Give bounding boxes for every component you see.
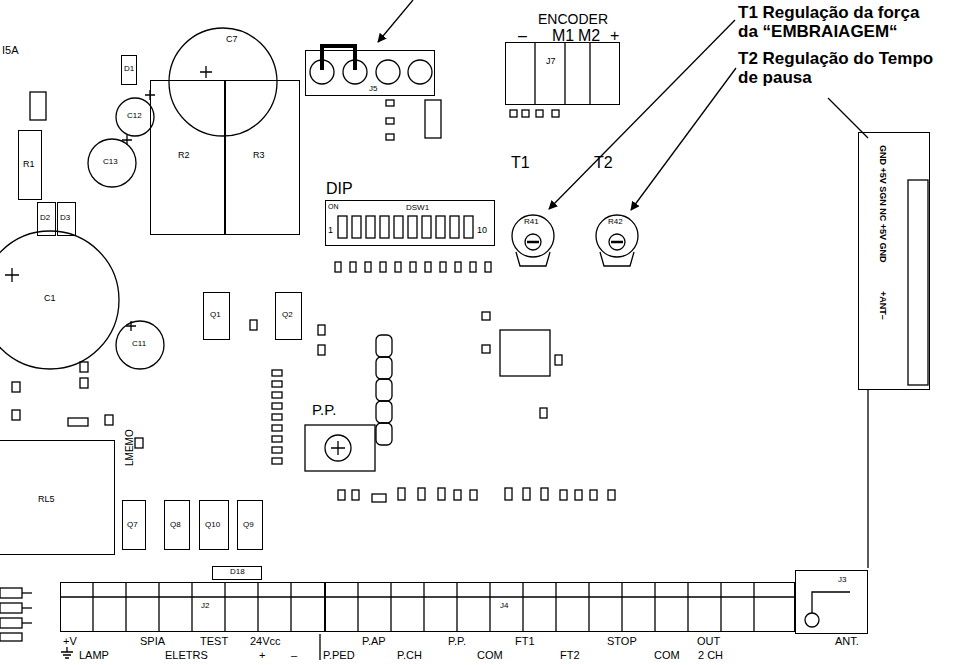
pin-name: – (518, 27, 527, 45)
connector-name: ENCODER (538, 12, 608, 27)
part-label: Q2 (282, 311, 293, 320)
pin-name: COM (477, 649, 503, 661)
transistor: Q8 (164, 500, 190, 550)
callout-text: T1 Regulação da força da “EMBRAIAGEM“ (738, 4, 943, 41)
resistor: R3 (225, 80, 300, 235)
part-label: D1 (124, 65, 134, 74)
part-label: C11 (132, 340, 146, 349)
switch-number: 10 (477, 226, 487, 236)
trimmer: R42 (595, 214, 639, 258)
transistor: Q1 (203, 292, 230, 340)
capacitor: C13 (87, 138, 137, 188)
part-label: Q7 (127, 521, 138, 530)
transistor: Q7 (122, 500, 146, 550)
part-label: J7 (546, 57, 556, 67)
pin-name: STOP (607, 635, 637, 647)
connector: GND +5V SGN NC +5V GND +ANT– (858, 132, 930, 390)
resistor: R2 (150, 80, 225, 235)
pin-name: 2 CH (698, 649, 723, 661)
capacitor: C12 (115, 97, 155, 137)
trimmer: R41 (511, 214, 555, 258)
pin-name: FT2 (560, 649, 580, 661)
capacitor: C11 (115, 320, 165, 370)
diode: D1 (121, 55, 137, 85)
pin-name: ANT. (835, 635, 859, 647)
component-outline (168, 27, 278, 137)
button-name: P.P. (312, 402, 336, 419)
led-name: LMEMO (124, 429, 135, 466)
diode: D3 (57, 202, 76, 236)
part-name: I5A (2, 44, 19, 56)
part-label: C1 (44, 294, 56, 304)
part-label: R3 (253, 151, 265, 161)
terminal-strip: J4 (325, 582, 795, 632)
pin-name: OUT (697, 635, 720, 647)
part-label: DSW1 (406, 204, 429, 213)
pin-name: FT1 (515, 635, 535, 647)
transistor: Q10 (199, 500, 229, 550)
capacitor: C1 (0, 230, 120, 370)
resistor: R1 (18, 130, 42, 200)
part-label: Q10 (205, 521, 220, 530)
component-outline (0, 230, 120, 370)
encoder-terminal: J7 (505, 42, 620, 105)
part-label: Q8 (170, 521, 181, 530)
pin-name: ELETRS (165, 649, 208, 661)
terminal-block: J5 (305, 50, 435, 96)
part-label: J2 (201, 602, 209, 611)
part-label: R41 (524, 218, 539, 227)
switch-number: 1 (328, 226, 333, 236)
part-label: C7 (226, 35, 238, 45)
antenna-terminal: J3 (795, 570, 868, 634)
part-label: D18 (230, 568, 245, 577)
diode: D18 (212, 566, 262, 580)
part-label: D3 (60, 214, 70, 223)
callout-text: T2 Regulação do Tempo de pausa (738, 50, 943, 87)
pin-name: TEST (200, 635, 228, 647)
part-label: J4 (500, 602, 508, 611)
pin-name: + (259, 649, 265, 661)
part-label: D2 (40, 214, 50, 223)
dip-switch: DSW1 (325, 200, 495, 246)
part-label: C12 (127, 112, 142, 121)
pin-name: P.AP (362, 635, 386, 647)
pin-name: 24Vcc (250, 635, 281, 647)
callout-number: T1 (511, 154, 530, 172)
pin-name: COM (654, 649, 680, 661)
switch-label: ON (328, 203, 339, 211)
callout-number: T2 (594, 154, 613, 172)
relay: RL5 (0, 440, 115, 555)
pin-name: – (291, 649, 297, 661)
part-label: +ANT– (877, 291, 887, 320)
pin-name: + (610, 27, 619, 45)
pin-name: LAMP (79, 649, 109, 661)
pin-name: SPIA (140, 635, 165, 647)
part-name: DIP (326, 180, 353, 198)
transistor: Q2 (275, 292, 302, 340)
part-label: R1 (23, 160, 35, 170)
part-label: GND +5V SGN NC +5V GND (877, 145, 887, 263)
transistor: Q9 (237, 500, 263, 550)
capacitor: C7 (168, 27, 278, 137)
part-label: J3 (838, 576, 846, 585)
part-label: R42 (608, 218, 623, 227)
pin-name: P.P. (448, 635, 466, 647)
pin-name: M1 (552, 27, 574, 45)
part-label: J5 (369, 85, 377, 94)
part-label: RL5 (38, 495, 55, 505)
part-label: Q1 (210, 311, 221, 320)
pin-name: P.CH (397, 649, 422, 661)
pin-name: M2 (578, 27, 600, 45)
pin-name: +V (63, 635, 77, 647)
part-label: C13 (103, 158, 118, 167)
part-label: R2 (178, 151, 190, 161)
part-label: Q9 (243, 521, 254, 530)
terminal-strip: J2 (60, 582, 325, 632)
pin-name: P.PED (323, 649, 355, 661)
